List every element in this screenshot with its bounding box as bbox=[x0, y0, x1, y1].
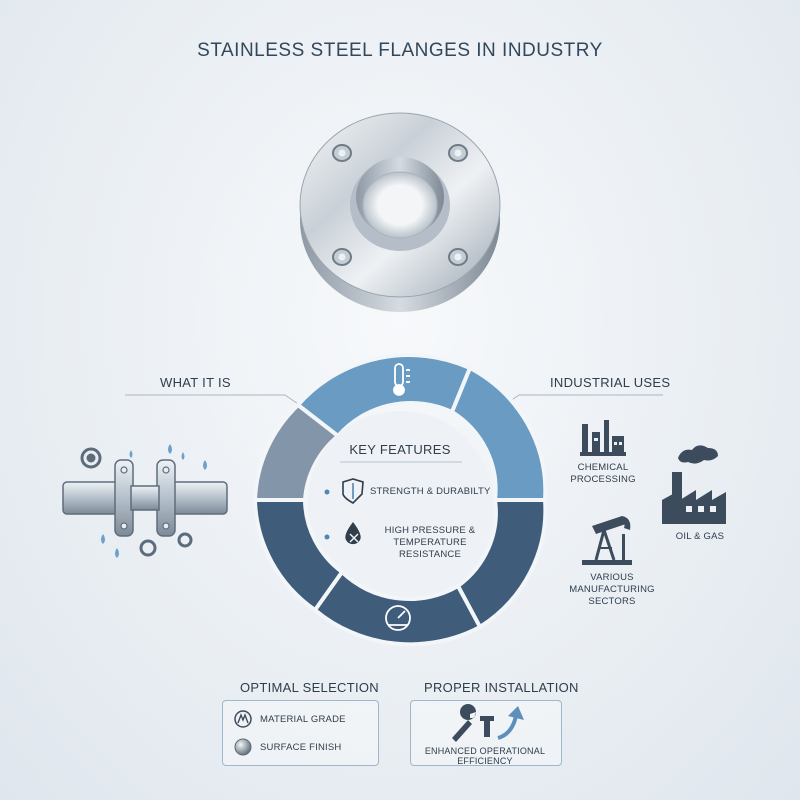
shield-icon bbox=[342, 478, 364, 504]
gear-icon bbox=[80, 447, 102, 469]
factory-smoke-icon bbox=[662, 445, 726, 524]
optimal-selection-title: OPTIMAL SELECTION bbox=[240, 680, 379, 695]
key-features-ring bbox=[252, 353, 548, 647]
optimal-selection-box bbox=[222, 700, 379, 766]
feature-pressure: HIGH PRESSURE & TEMPERATURE RESISTANCE bbox=[384, 525, 476, 560]
use-chemical: CHEMICAL PROCESSING bbox=[570, 462, 636, 485]
flange-illustration bbox=[299, 112, 501, 312]
gauge-icon bbox=[385, 605, 411, 631]
key-features-title: KEY FEATURES bbox=[349, 442, 451, 457]
bolt-icon bbox=[480, 716, 494, 737]
chemical-plant-icon bbox=[580, 420, 626, 456]
ring-segment-upper-left bbox=[252, 402, 342, 502]
feature-strength: STRENGTH & DURABILTY bbox=[370, 486, 491, 497]
use-oil-gas: OIL & GAS bbox=[675, 531, 725, 542]
industrial-uses-label: INDUSTRIAL USES bbox=[550, 375, 671, 390]
pipe-illustration bbox=[62, 444, 228, 558]
thermometer-icon bbox=[393, 363, 410, 396]
installation-icons bbox=[452, 704, 524, 742]
page-title: STAINLESS STEEL FLANGES IN INDUSTRY bbox=[197, 40, 603, 61]
what-it-is-label: WHAT IT IS bbox=[160, 375, 231, 390]
material-grade-label: MATERIAL GRADE bbox=[260, 714, 346, 725]
grade-icon bbox=[234, 710, 252, 728]
finish-sphere-icon bbox=[234, 738, 252, 756]
proper-installation-title: PROPER INSTALLATION bbox=[424, 680, 579, 695]
wrench-icon bbox=[452, 704, 476, 742]
efficiency-caption: ENHANCED OPERATIONAL EFFICIENCY bbox=[424, 746, 546, 766]
pressure-drop-icon bbox=[345, 522, 361, 545]
oil-pump-icon bbox=[582, 516, 632, 565]
surface-finish-label: SURFACE FINISH bbox=[260, 742, 342, 753]
use-manufacturing: VARIOUS MANUFACTURING SECTORS bbox=[569, 572, 655, 607]
arrow-up-icon bbox=[497, 706, 524, 740]
